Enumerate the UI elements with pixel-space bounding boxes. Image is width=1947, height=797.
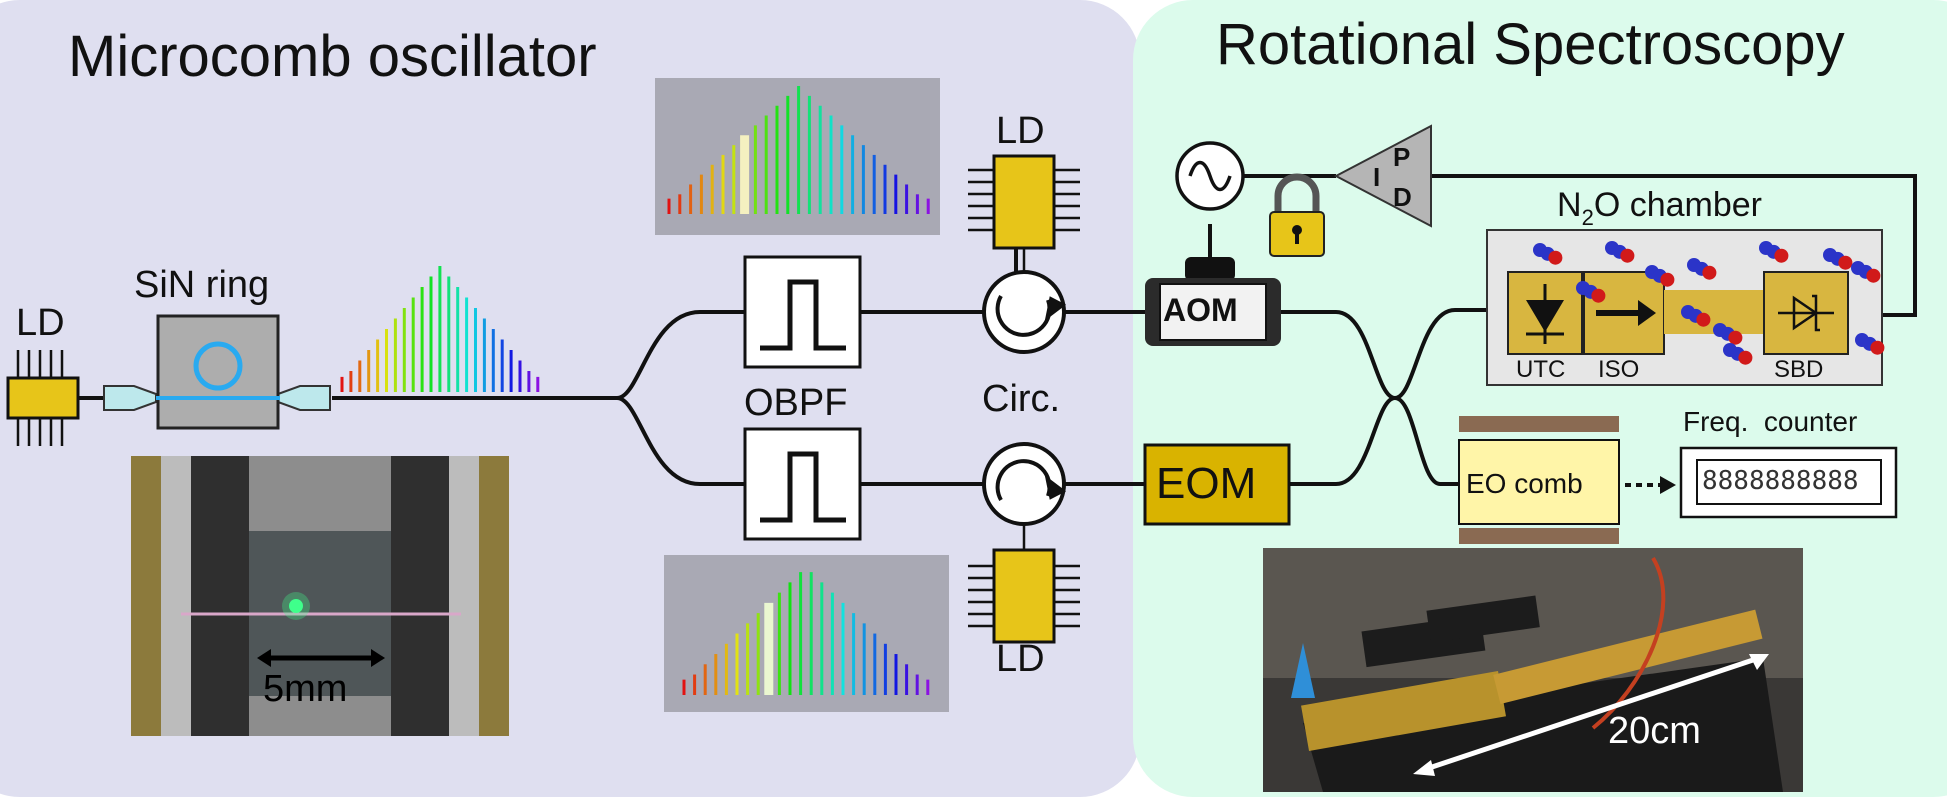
chamber-label-prefix: N xyxy=(1557,186,1582,224)
atom xyxy=(1728,330,1743,345)
ld-top-label: LD xyxy=(996,110,1045,152)
waveguide-photo-art xyxy=(1263,548,1803,792)
pd-label-p: P xyxy=(1393,142,1411,172)
molecule-icon xyxy=(1713,323,1743,345)
molecule-icon xyxy=(1533,241,1885,365)
molecule-icon xyxy=(1576,281,1606,303)
fiber-lines xyxy=(78,174,1917,486)
aom-label: AOM xyxy=(1163,292,1238,328)
bandpass-filter-icon xyxy=(743,255,862,369)
isolator-icon xyxy=(1596,300,1656,326)
chamber-label-suffix: O chamber xyxy=(1593,186,1762,224)
photodiode-icon xyxy=(1526,284,1564,344)
amplifier-icon xyxy=(1333,124,1432,228)
molecule-icon xyxy=(1605,241,1635,263)
sin-ring-label: SiN ring xyxy=(134,264,270,306)
obpf-label: OBPF xyxy=(744,382,848,424)
ring-resonator-icon xyxy=(103,314,331,430)
atom xyxy=(1870,340,1885,355)
laser-diode-icon xyxy=(968,154,1080,272)
pd-label-i: I xyxy=(1373,162,1381,192)
chamber-devices xyxy=(1507,271,1849,355)
circulator-icon xyxy=(982,270,1067,354)
atom xyxy=(1838,255,1853,270)
chip-scale-label: 5mm xyxy=(263,668,348,710)
counter-arrow xyxy=(1660,476,1676,494)
spectrum-inset-bottom xyxy=(664,555,949,712)
spectrum-inset-top-bars xyxy=(667,86,930,214)
schottky-diode-icon xyxy=(1778,294,1834,332)
eom-box xyxy=(1143,443,1291,526)
circulator-icon xyxy=(982,442,1067,526)
atom xyxy=(1548,250,1563,265)
eom-label: EOM xyxy=(1156,459,1257,508)
atom xyxy=(1738,350,1753,365)
laser-diode-icon xyxy=(6,350,80,446)
comb-spectrum xyxy=(340,266,540,392)
counter-display-digits: 8888888888 xyxy=(1702,466,1859,496)
waveguide-scale-label: 20cm xyxy=(1608,710,1701,752)
eo-comb-label: EO comb xyxy=(1466,468,1583,499)
molecule-icon xyxy=(1823,248,1853,270)
atom xyxy=(1660,272,1675,287)
atom xyxy=(1620,248,1635,263)
molecule-icon xyxy=(1681,305,1711,327)
bandpass-filter-icon xyxy=(743,427,862,541)
left-panel-title: Microcomb oscillator xyxy=(68,24,597,89)
molecule-icon xyxy=(1855,333,1885,355)
chip-photo xyxy=(131,456,509,736)
atom xyxy=(1774,248,1789,263)
aom-device xyxy=(1145,257,1281,346)
chamber-label-sub: 2 xyxy=(1581,205,1594,230)
atom xyxy=(1702,265,1717,280)
atom xyxy=(1866,268,1881,283)
chip-photo-art xyxy=(131,456,509,736)
freq-counter-display xyxy=(1696,459,1882,505)
rf-source-icon xyxy=(1175,141,1245,211)
molecule-icon xyxy=(1687,258,1717,280)
utc-label: UTC xyxy=(1516,356,1566,383)
spectrum-inset-top xyxy=(655,78,940,235)
molecule-icon xyxy=(1533,243,1563,265)
spectrum-inset-bottom-bars xyxy=(682,572,930,695)
molecule-icon xyxy=(1645,265,1675,287)
atom xyxy=(1696,312,1711,327)
molecule-icon xyxy=(1723,343,1753,365)
atom xyxy=(1591,288,1606,303)
molecule-icon xyxy=(1851,261,1881,283)
lock-icon xyxy=(1269,173,1325,257)
molecule-icon xyxy=(1759,241,1789,263)
chamber-label: N2O chamber xyxy=(1557,186,1762,229)
circ-label: Circ. xyxy=(982,378,1061,420)
laser-diode-icon xyxy=(968,524,1080,644)
ld-left-label: LD xyxy=(16,302,65,344)
pd-label-d: D xyxy=(1393,182,1412,212)
sbd-label: SBD xyxy=(1774,356,1824,383)
iso-label: ISO xyxy=(1598,356,1640,383)
right-panel-title: Rotational Spectroscopy xyxy=(1216,12,1845,77)
ld-bottom-label: LD xyxy=(996,638,1045,680)
eo-comb-device xyxy=(1458,416,1620,544)
waveguide-photo xyxy=(1263,548,1803,792)
freq-counter-label: Freq. counter xyxy=(1683,406,1858,437)
